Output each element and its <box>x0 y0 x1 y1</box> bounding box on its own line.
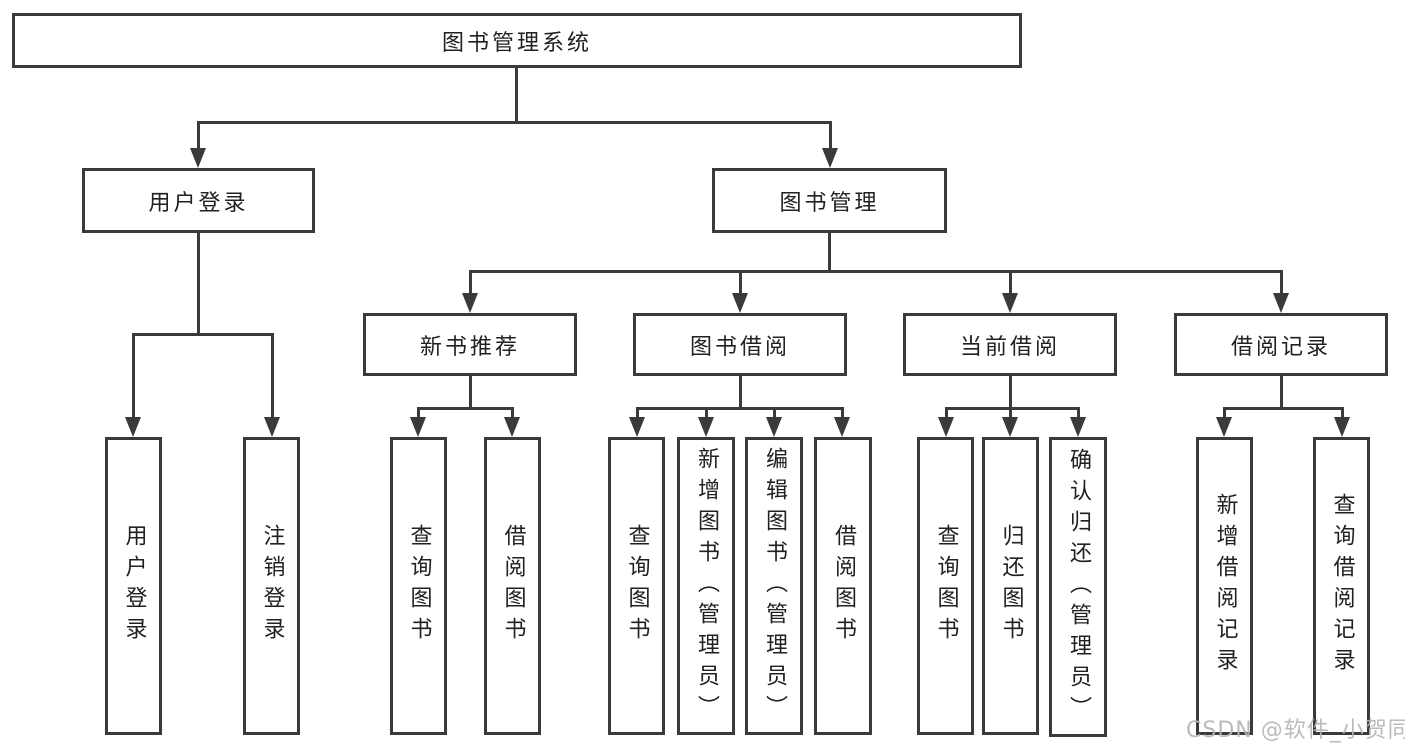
edge-to-new-book-recommend <box>469 270 472 295</box>
edge-leaf-drop <box>841 407 844 419</box>
arrow-down-icon <box>834 417 850 437</box>
arrow-down-icon <box>504 417 520 437</box>
arrow-down-icon <box>822 148 838 168</box>
arrow-down-icon <box>462 293 478 313</box>
leaf-record-add-borrow-record: 新增借阅记录 <box>1196 437 1253 735</box>
leaf-label: 注销登录 <box>259 524 285 648</box>
edge-leaf-drop <box>945 407 948 419</box>
arrow-down-icon <box>698 417 714 437</box>
leaf-borrow-borrow-book: 借阅图书 <box>814 437 872 735</box>
edge-root-bar <box>197 121 832 124</box>
node-book-management: 图书管理 <box>712 168 947 233</box>
leaf-borrow-query-book: 查询图书 <box>608 437 665 735</box>
leaf-label: 查询借阅记录 <box>1329 493 1355 679</box>
edge-leaf-drop <box>1077 407 1080 419</box>
leaf-label: 借阅图书 <box>500 524 526 648</box>
arrow-down-icon <box>732 293 748 313</box>
edge-to-leaf-user-login <box>132 333 135 419</box>
edge-user-login-stem <box>197 233 200 336</box>
arrow-down-icon <box>1273 293 1289 313</box>
leaf-label: 新增图书（管理员） <box>694 446 719 726</box>
edge-leaf-drop <box>1341 407 1344 419</box>
edge-root-stem <box>515 68 518 123</box>
leaf-user-login: 用户登录 <box>105 437 162 735</box>
edge-recommend-stem <box>469 376 472 410</box>
arrow-down-icon <box>264 417 280 437</box>
edge-to-leaf-logout <box>271 333 274 419</box>
edge-leaf-drop <box>417 407 420 419</box>
leaf-label: 查询图书 <box>624 524 650 648</box>
arrow-down-icon <box>1334 417 1350 437</box>
leaf-recommend-query-book: 查询图书 <box>390 437 447 735</box>
node-user-login: 用户登录 <box>82 168 315 233</box>
edge-current-stem <box>1009 376 1012 410</box>
leaf-label: 用户登录 <box>121 524 147 648</box>
leaf-recommend-borrow-book: 借阅图书 <box>484 437 541 735</box>
edge-record-stem <box>1280 376 1283 410</box>
edge-leaf-drop <box>1223 407 1226 419</box>
edge-record-bar <box>1223 407 1343 410</box>
leaf-current-confirm-return-admin: 确认归还（管理员） <box>1049 437 1107 737</box>
arrow-down-icon <box>410 417 426 437</box>
leaf-label: 查询图书 <box>406 524 432 648</box>
arrow-down-icon <box>125 417 141 437</box>
edge-leaf-drop <box>1009 407 1012 419</box>
arrow-down-icon <box>1002 417 1018 437</box>
node-current-borrow: 当前借阅 <box>903 313 1117 376</box>
arrow-down-icon <box>190 148 206 168</box>
leaf-current-query-book: 查询图书 <box>917 437 974 735</box>
leaf-label: 新增借阅记录 <box>1212 493 1238 679</box>
edge-current-bar <box>945 407 1080 410</box>
leaf-borrow-edit-book-admin: 编辑图书（管理员） <box>745 437 803 735</box>
arrow-down-icon <box>1216 417 1232 437</box>
edge-to-current-borrow <box>1009 270 1012 295</box>
edge-user-login-bar <box>132 333 273 336</box>
leaf-label: 归还图书 <box>998 524 1024 648</box>
arrow-down-icon <box>766 417 782 437</box>
edge-book-management-stem <box>828 233 831 273</box>
edge-to-book-management <box>829 121 832 150</box>
edge-to-user-login <box>197 121 200 150</box>
edge-leaf-drop <box>511 407 514 419</box>
node-book-borrow: 图书借阅 <box>633 313 847 376</box>
arrow-down-icon <box>938 417 954 437</box>
csdn-watermark: CSDN @软件_小贺同学 <box>1186 718 1405 743</box>
edge-leaf-drop <box>636 407 639 419</box>
node-new-book-recommend: 新书推荐 <box>363 313 577 376</box>
edge-leaf-drop <box>705 407 708 419</box>
leaf-label: 借阅图书 <box>831 524 856 648</box>
edge-leaf-drop <box>773 407 776 419</box>
leaf-current-return-book: 归还图书 <box>982 437 1039 735</box>
edge-borrow-bar <box>636 407 844 410</box>
node-borrow-record: 借阅记录 <box>1174 313 1388 376</box>
leaf-label: 确认归还（管理员） <box>1066 447 1091 727</box>
edge-to-book-borrow <box>739 270 742 295</box>
edge-recommend-bar <box>417 407 514 410</box>
leaf-label: 编辑图书（管理员） <box>762 446 787 726</box>
arrow-down-icon <box>1070 417 1086 437</box>
leaf-label: 查询图书 <box>933 524 959 648</box>
node-root-library-system: 图书管理系统 <box>12 13 1022 68</box>
edge-book-management-bar <box>469 270 1282 273</box>
leaf-record-query-borrow-record: 查询借阅记录 <box>1313 437 1370 735</box>
edge-borrow-stem <box>739 376 742 410</box>
leaf-borrow-add-book-admin: 新增图书（管理员） <box>677 437 735 735</box>
leaf-logout-login: 注销登录 <box>243 437 300 735</box>
arrow-down-icon <box>629 417 645 437</box>
arrow-down-icon <box>1002 293 1018 313</box>
edge-to-borrow-record <box>1280 270 1283 295</box>
